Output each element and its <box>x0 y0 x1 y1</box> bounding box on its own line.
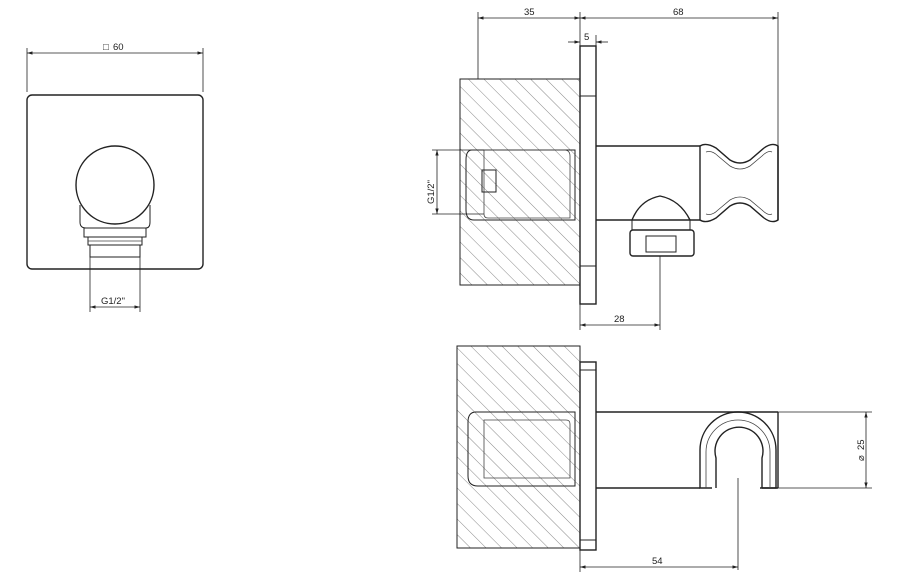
dim-plate-thickness: 5 <box>584 32 589 43</box>
dim-holder-offset: 54 <box>652 556 663 567</box>
dim-outlet-thread-front: G1/2" <box>101 296 125 307</box>
side-view: 35 68 5 G1/2" 28 <box>426 7 779 330</box>
dim-plate-square-symbol: □ <box>103 42 109 53</box>
side-view-holder: ⌀ 25 54 <box>456 345 872 572</box>
front-view: □ 60 G1/2" <box>26 42 204 312</box>
front-plate <box>26 94 204 270</box>
wall-section-top <box>459 78 581 286</box>
dim-holder-diameter: 25 <box>856 439 867 450</box>
dim-projection: 68 <box>673 7 684 18</box>
side-plate <box>579 45 597 305</box>
dim-outlet-offset: 28 <box>614 314 625 325</box>
dim-depth-in-wall: 35 <box>524 7 535 18</box>
holder-cap <box>699 143 779 223</box>
dim-holder-diameter-symbol: ⌀ <box>856 455 867 461</box>
wall-section-bottom <box>456 345 581 549</box>
dim-outlet-thread-side: G1/2" <box>426 180 437 204</box>
dim-plate-square: 60 <box>113 42 124 53</box>
front-round-body <box>75 145 155 225</box>
holder-ring <box>699 411 777 489</box>
